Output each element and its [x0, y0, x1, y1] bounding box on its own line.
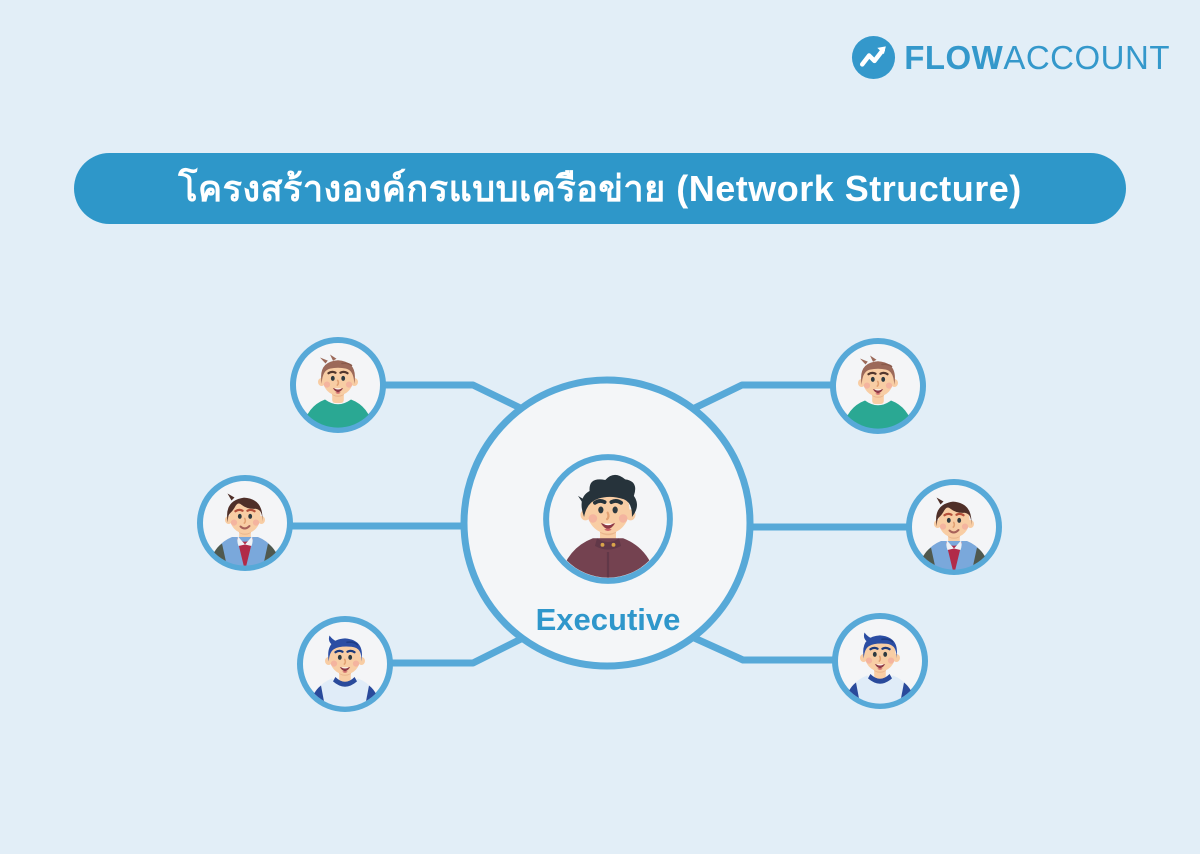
avatar-node-top-left [290, 337, 386, 433]
logo-word-account: ACCOUNT [1003, 39, 1170, 76]
avatar-node-bottom-left [297, 616, 393, 712]
title-banner: โครงสร้างองค์กรแบบเครือข่าย (Network Str… [74, 153, 1126, 224]
page-title: โครงสร้างองค์กรแบบเครือข่าย (Network Str… [178, 168, 1022, 209]
flowaccount-logo: FLOWACCOUNT [850, 34, 1170, 81]
trend-up-circle-icon [852, 35, 896, 80]
logo-wordmark: FLOWACCOUNT [904, 41, 1170, 74]
logo-word-flow: FLOW [904, 39, 1004, 76]
avatar-node-top-right [830, 338, 926, 434]
avatar-node-bottom-right [832, 613, 928, 709]
avatar-node-middle-left [197, 475, 293, 571]
center-avatar-node [543, 454, 673, 584]
avatar-node-middle-right [906, 479, 1002, 575]
executive-label: Executive [535, 602, 681, 637]
